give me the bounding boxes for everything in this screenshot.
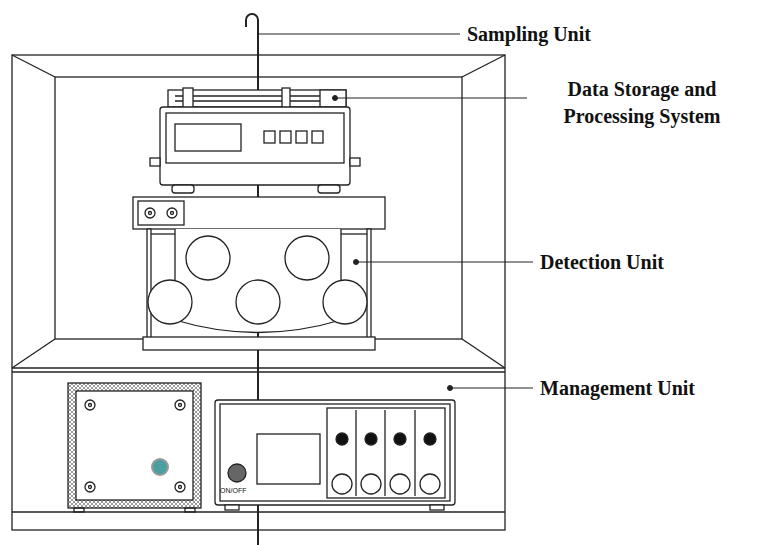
unit-label: Sampling Unit [467, 21, 752, 48]
detection-chamber [133, 197, 385, 350]
button-label: ON/OFF [220, 487, 246, 494]
unit-label: Detection Unit [540, 249, 752, 276]
unit-label: Data Storage and Processing System [533, 76, 751, 130]
leader-lines [259, 34, 533, 391]
pump-device [150, 88, 360, 193]
controller-device [215, 400, 455, 510]
cabinet [12, 55, 505, 530]
control-box [68, 383, 201, 512]
unit-label: Management Unit [540, 375, 752, 402]
